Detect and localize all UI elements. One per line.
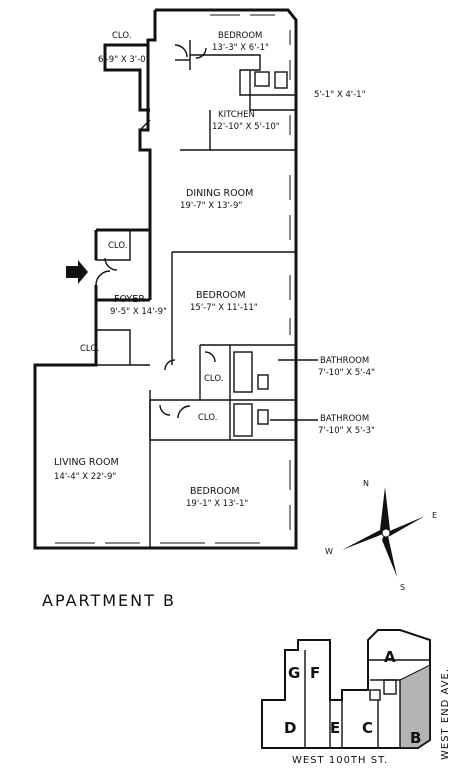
unit-b: B <box>410 729 421 747</box>
room-label-foyer: FOYER <box>114 294 145 305</box>
room-dim-small: 5'-1" X 4'-1" <box>314 90 366 100</box>
room-label-bedroom-top: BEDROOM <box>218 31 262 41</box>
interior-walls <box>95 40 296 548</box>
room-dim-kitchen: 12'-10" X 5'-10" <box>212 122 280 132</box>
compass-w: W <box>325 547 333 556</box>
unit-g: G <box>288 664 300 682</box>
room-label-kitchen: KITCHEN <box>218 110 255 120</box>
compass-n: N <box>363 479 369 488</box>
room-label-bath2: BATHROOM <box>320 414 369 424</box>
plan-title: APARTMENT B <box>42 591 176 610</box>
room-dim-hall: 6'-9" X 3'-0" <box>98 55 150 65</box>
closet-label-living: CLO. <box>80 344 99 354</box>
room-dim-bedroom-mid: 15'-7" X 11'-11" <box>190 303 258 313</box>
closet-label-bath: CLO. <box>204 374 223 384</box>
compass-e: E <box>432 511 437 520</box>
unit-d: D <box>284 719 296 737</box>
unit-c: C <box>362 719 373 737</box>
unit-e: E <box>330 719 340 737</box>
room-dim-bath2: 7'-10" X 5'-3" <box>318 426 375 436</box>
compass-s: S <box>400 583 405 592</box>
room-dim-bath1: 7'-10" X 5'-4" <box>318 368 375 378</box>
room-dim-foyer: 9'-5" X 14'-9" <box>110 307 167 317</box>
room-dim-bedroom-bot: 19'-1" X 13'-1" <box>186 499 248 509</box>
street-south: WEST 100TH ST. <box>292 755 388 766</box>
room-label-bedroom-bot: BEDROOM <box>190 486 240 497</box>
key-plan <box>261 629 431 749</box>
room-dim-dining: 19'-7" X 13'-9" <box>180 201 242 211</box>
closet-label: CLO. <box>112 31 131 41</box>
windows <box>55 14 291 544</box>
room-dim-bedroom-top: 13'-3" X 6'-1" <box>212 43 269 53</box>
street-east: WEST END AVE. <box>440 668 451 760</box>
room-label-bedroom-mid: BEDROOM <box>196 290 246 301</box>
closet-label-hall: CLO. <box>198 413 217 423</box>
entry-arrow-icon <box>66 260 88 284</box>
apartment-walls <box>33 8 298 550</box>
room-dim-living: 14'-4" X 22'-9" <box>54 472 116 482</box>
room-label-living: LIVING ROOM <box>54 457 119 468</box>
closet-label-foyer: CLO. <box>108 241 127 251</box>
unit-f: F <box>310 664 320 682</box>
unit-a: A <box>384 648 396 666</box>
compass-rose-icon <box>342 487 425 577</box>
room-label-dining: DINING ROOM <box>186 188 253 199</box>
room-label-bath1: BATHROOM <box>320 356 369 366</box>
